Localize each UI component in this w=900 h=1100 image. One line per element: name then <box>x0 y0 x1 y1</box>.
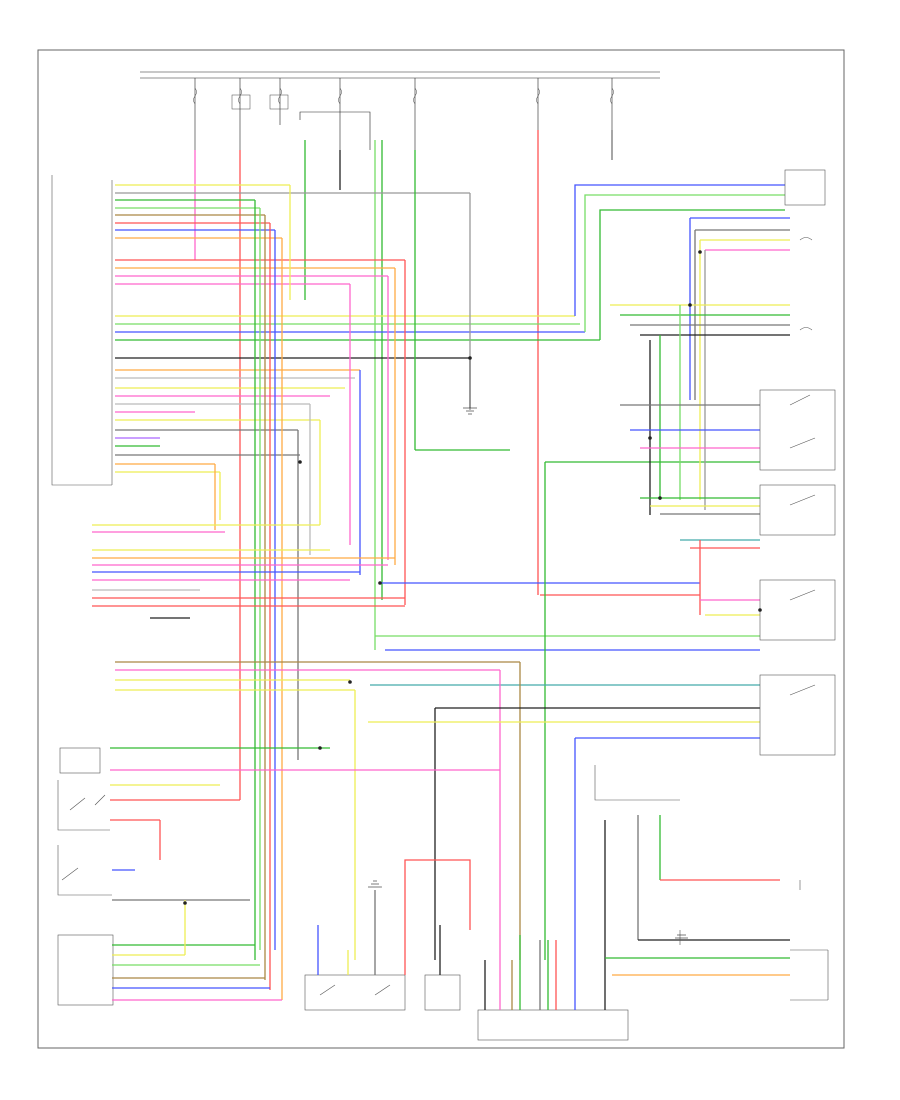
diagram-frame <box>37 49 845 1049</box>
right-relays <box>759 169 836 756</box>
right-upper-wires <box>574 184 790 616</box>
top-power-bus <box>140 71 660 150</box>
bottom-vertical-wires <box>317 859 606 1010</box>
vertical-trunk-wires <box>214 185 471 1000</box>
left-harness-wires <box>115 184 600 473</box>
bottom-ground <box>368 880 688 939</box>
mid-horizontal-wires <box>115 461 760 960</box>
engine-control-bracket <box>594 765 829 1001</box>
left-lower-components <box>57 747 114 1006</box>
right-lower-wires <box>604 815 790 976</box>
junction-dots <box>183 250 762 905</box>
left-lower-wires <box>110 747 500 1001</box>
left-module-lower-wires <box>92 524 405 619</box>
bottom-connectors <box>304 974 629 1041</box>
fuse-symbols <box>193 87 614 110</box>
left-module-bracket <box>51 175 113 486</box>
center-ground <box>463 358 477 415</box>
